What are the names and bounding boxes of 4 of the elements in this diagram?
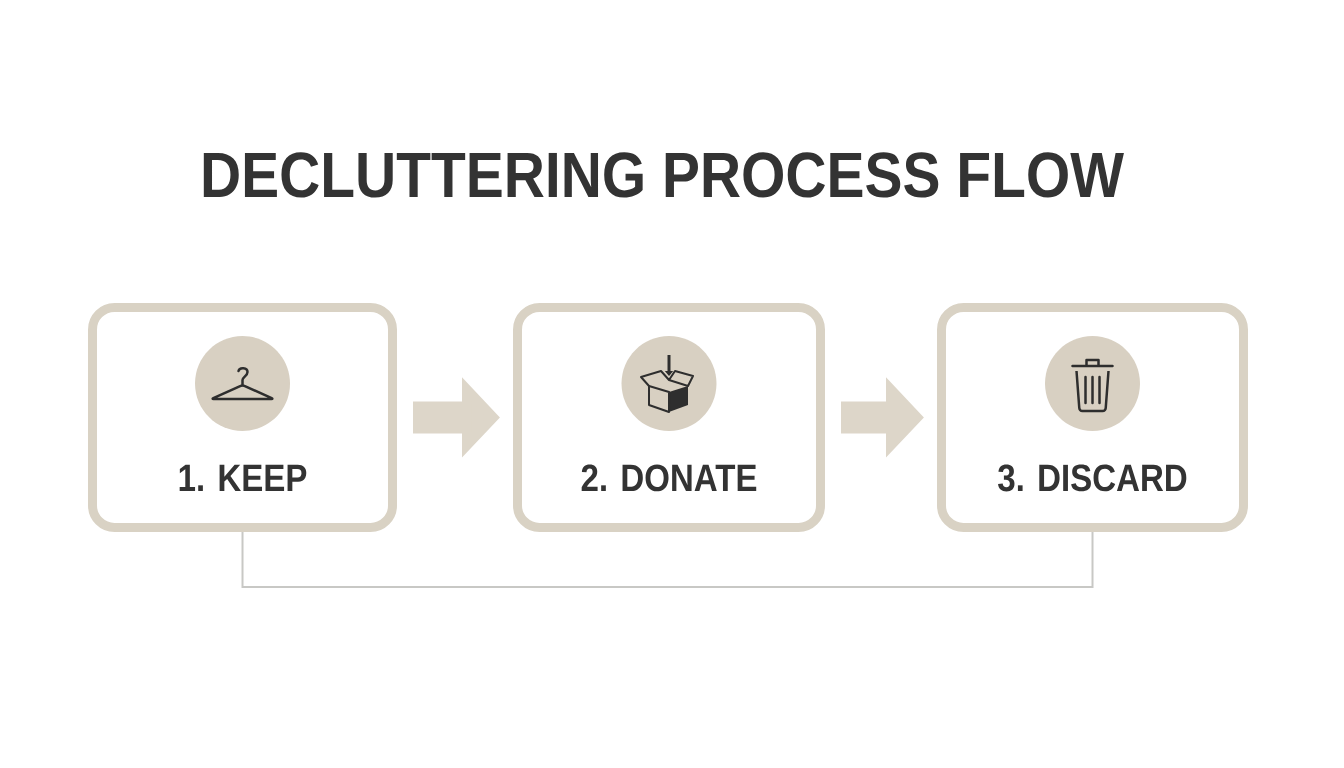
process-box: 1. KEEP (88, 303, 397, 532)
title: DECLUTTERING PROCESS FLOW (203, 152, 1124, 198)
connector-line (241, 531, 1094, 588)
process-box: 2. DONATE (513, 303, 825, 532)
